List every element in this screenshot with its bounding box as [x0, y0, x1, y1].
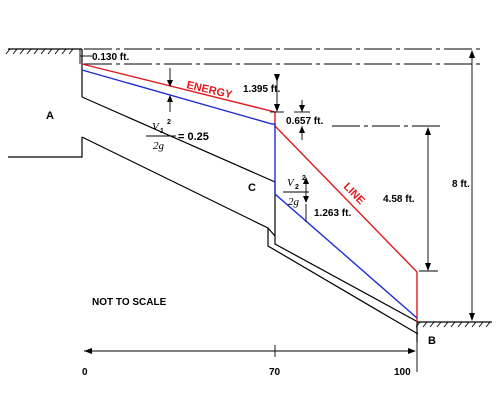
dim-velocity-head-1 [167, 68, 173, 112]
axis-tick-0: 0 [82, 367, 88, 378]
dim-velocity-head-2 [303, 177, 309, 222]
label-junction-c: C [248, 182, 256, 194]
distance-axis [84, 342, 418, 372]
reservoir-b-hatching [415, 321, 491, 328]
label-reservoir-a: A [46, 110, 54, 122]
velocity-head-1-formula: V 1 2 2g = 0.25 [146, 119, 209, 152]
pipe [81, 96, 419, 335]
dim-expansion-loss [294, 100, 310, 140]
axis-right-arrow [408, 348, 416, 354]
label-expansion-loss: 0.657 ft. [286, 116, 323, 127]
vh1-var: V [152, 121, 160, 133]
axis-tick-100: 100 [394, 367, 411, 378]
dim-lower-drop [419, 127, 438, 272]
vh1-value: = 0.25 [178, 131, 209, 143]
axis-tick-70: 70 [269, 367, 281, 378]
vh1-sup: 2 [167, 119, 171, 126]
label-line: LINE [341, 181, 367, 207]
pipe-upper-wall [81, 96, 419, 323]
label-lower-drop: 4.58 ft. [383, 194, 415, 205]
dim-pipe1-loss [270, 74, 284, 113]
reservoir-b [415, 321, 492, 342]
dim-entrance-loss [79, 49, 92, 64]
dim-total-head [469, 50, 475, 321]
vh2-sub: 2 [295, 184, 299, 191]
label-reservoir-b: B [428, 335, 436, 347]
label-total-head: 8 ft. [452, 179, 470, 190]
vh1-sub: 1 [160, 128, 164, 135]
label-pipe2-loss: 1.263 ft. [314, 208, 351, 219]
reservoir-a-bottom [8, 137, 83, 158]
label-entrance-loss: 0.130 ft. [92, 52, 129, 63]
label-pipe1-loss: 1.395 ft. [243, 84, 280, 95]
vh2-sup: 2 [302, 175, 306, 182]
label-energy: ENERGY [185, 79, 234, 101]
reservoir-a-hatching [5, 48, 74, 55]
label-not-to-scale: NOT TO SCALE [92, 297, 167, 308]
axis-left-arrow [84, 348, 92, 354]
vh2-var: V [287, 177, 295, 189]
vh2-den: 2g [288, 196, 300, 208]
pipe-expansion-edge [267, 227, 276, 237]
velocity-head-2-formula: V 2 2 2g [283, 175, 309, 208]
hydraulic-grade-line [81, 69, 418, 319]
reservoir-a [5, 48, 83, 158]
pipe-lower-wall [81, 136, 419, 335]
vh1-den: 2g [153, 140, 165, 152]
